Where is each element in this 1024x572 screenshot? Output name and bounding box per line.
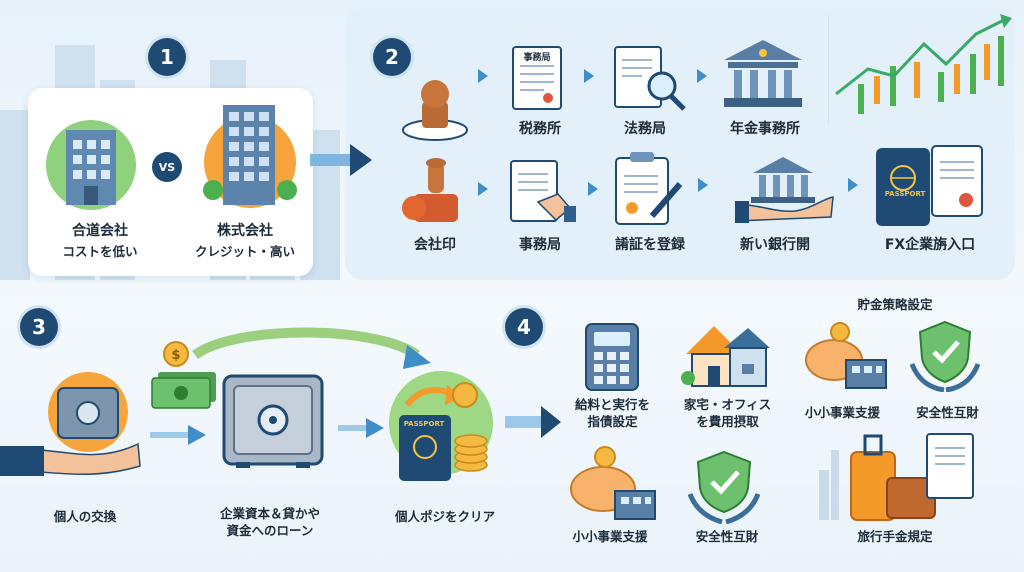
row1-label-2: 法務局 xyxy=(624,121,666,137)
row1-label-1: 税務所 xyxy=(519,121,561,137)
finance-chart-icon xyxy=(828,14,1012,124)
step3-label-1: 個人の交換 xyxy=(53,509,117,524)
hand-safe-icon xyxy=(0,372,141,476)
cash-icon xyxy=(151,372,216,409)
row1-arrow-1 xyxy=(478,69,488,83)
company-seal-icon xyxy=(402,158,458,222)
stamp-icon xyxy=(402,80,468,141)
step4-label-4: 安全性互財 xyxy=(916,405,979,420)
step3-label-3: 個人ポジをクリア xyxy=(394,509,495,524)
calculator-icon xyxy=(585,323,639,391)
clipboard-registration-icon xyxy=(615,152,683,225)
step4-label-3: 小小事業支援 xyxy=(804,405,880,420)
bank-hand-icon xyxy=(735,157,834,223)
row2-arrow-2 xyxy=(588,182,598,196)
llc-subtitle: コストを低い xyxy=(62,244,138,259)
step3-arrow-2 xyxy=(338,418,384,438)
step4-number: 4 xyxy=(505,308,543,346)
step3-number: 3 xyxy=(20,308,58,346)
passport-coins-icon xyxy=(389,371,493,481)
legal-document-search-icon xyxy=(614,46,686,111)
svg-text:$: $ xyxy=(171,348,180,363)
step4-label-5: 小小事業支援 xyxy=(572,529,648,544)
coin-icon: $ xyxy=(163,341,189,367)
step1-number: 1 xyxy=(148,38,186,76)
step4-label-2b: を費用摂取 xyxy=(696,414,759,429)
piggy-bank-building-icon xyxy=(805,322,887,389)
step4-label-1b: 指債設定 xyxy=(587,414,638,429)
step4-label-7: 旅行手金規定 xyxy=(857,529,933,544)
vs-badge: VS xyxy=(152,152,182,182)
pension-office-icon xyxy=(724,40,802,107)
row1-label-3: 年金事務所 xyxy=(730,121,800,137)
row2-label-2: 事務局 xyxy=(519,237,561,253)
doc-header-label: 事務局 xyxy=(523,53,551,63)
step3-label-2a: 企業資本＆貸かや xyxy=(219,506,320,521)
step2-panel xyxy=(345,8,1015,280)
office-document-hand-icon xyxy=(510,160,576,222)
row2-label-4: 新い銀行開 xyxy=(740,237,810,253)
row1-arrow-2 xyxy=(584,69,594,83)
step3-arrow-1 xyxy=(150,425,206,445)
passport-text-3: PASSPORT xyxy=(403,420,445,428)
row2-label-3: 誵証を登録 xyxy=(615,237,685,253)
step4-label-1a: 給料と実行を xyxy=(574,397,650,412)
step4-label-2a: 家宅・オフィス xyxy=(683,397,772,412)
safe-icon xyxy=(222,374,324,468)
step4-heading: 貯金策略設定 xyxy=(857,297,933,312)
flow-arrow-1-2 xyxy=(310,144,372,176)
step3-label-2b: 資金へのローン xyxy=(226,523,314,538)
house-icon xyxy=(681,326,770,387)
row2-label-5: FX企業旃入口 xyxy=(884,237,976,253)
row2-label-1: 会社印 xyxy=(414,237,456,253)
shield-hands-icon xyxy=(910,320,980,392)
passport-text: PASSPORT xyxy=(884,190,926,198)
corporation-title: 株式会社 xyxy=(217,223,273,239)
llc-title: 合道会社 xyxy=(72,223,128,239)
passport-documents-icon xyxy=(876,145,983,226)
row1-arrow-3 xyxy=(697,69,707,83)
corporation-building-icon xyxy=(203,105,297,208)
step4-label-6: 安全性互財 xyxy=(695,529,759,544)
piggy-bank-small-business-icon xyxy=(570,446,656,520)
step2-number: 2 xyxy=(373,38,411,76)
row2-arrow-3 xyxy=(698,178,708,192)
row2-arrow-4 xyxy=(848,178,858,192)
row2-arrow-1 xyxy=(478,182,488,196)
flow-arrow-3-4 xyxy=(505,406,561,438)
curved-flow-arrow xyxy=(192,327,431,369)
travel-luggage-icon xyxy=(819,433,974,521)
shield-hands-icon-2 xyxy=(688,450,760,524)
corporation-subtitle: クレジット・高い xyxy=(194,244,295,259)
tax-document-icon xyxy=(512,46,562,110)
llc-building-icon xyxy=(46,120,136,210)
